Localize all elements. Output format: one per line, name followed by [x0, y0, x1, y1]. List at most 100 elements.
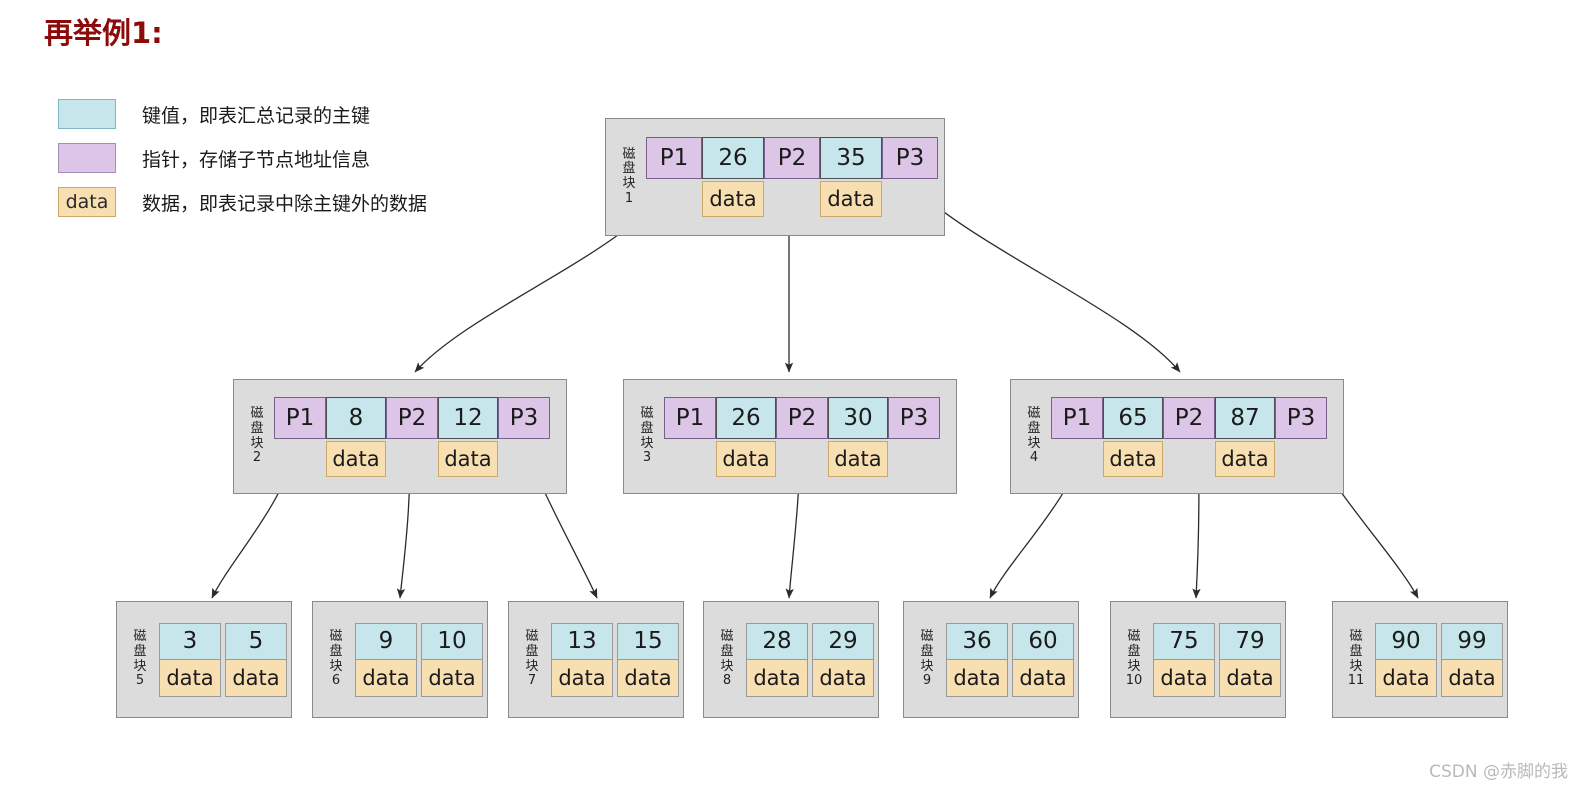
record-slot[interactable]: 60 data: [1012, 622, 1074, 697]
data-cell-2[interactable]: data: [820, 181, 882, 217]
legend-item-pointer: 指针，存储子节点地址信息: [58, 136, 488, 180]
disk-block-1[interactable]: 磁 盘 块 1 P1 26 data P2 35 data P3: [605, 118, 945, 236]
key-cell-2[interactable]: 99: [1442, 623, 1502, 660]
pointer-cell-p2[interactable]: P2: [764, 137, 820, 179]
pointer-cell-p2[interactable]: P2: [776, 396, 828, 439]
data-cell-2[interactable]: data: [1215, 440, 1275, 477]
key-cell-2[interactable]: 35: [820, 137, 882, 179]
pointer-cell-p3[interactable]: P3: [888, 396, 940, 439]
key-cell-1[interactable]: 9: [356, 623, 416, 660]
key-cell-1[interactable]: 8: [326, 396, 386, 439]
edge-root-to-block4: [911, 185, 1181, 373]
disk-block-11[interactable]: 磁 盘 块 11 90 data 99 data: [1332, 601, 1508, 718]
record-slot[interactable]: 15 data: [617, 622, 679, 697]
disk-block-8[interactable]: 磁 盘 块 8 28 data 29 data: [703, 601, 879, 718]
slot-key: 26 data: [716, 396, 776, 477]
data-cell-2[interactable]: data: [1013, 659, 1073, 696]
key-cell-2[interactable]: 60: [1013, 623, 1073, 660]
disk-block-6[interactable]: 磁 盘 块 6 9 data 10 data: [312, 601, 488, 718]
record-slot[interactable]: 28 data: [746, 622, 808, 697]
data-cell-2[interactable]: data: [422, 659, 482, 696]
label-char-2: 盘: [250, 420, 264, 436]
label-char-3: 块: [720, 658, 734, 674]
data-cell-1[interactable]: data: [1376, 659, 1436, 696]
key-cell-1[interactable]: 75: [1154, 623, 1214, 660]
record-slot[interactable]: 79 data: [1219, 622, 1281, 697]
data-cell-2[interactable]: data: [1442, 659, 1502, 696]
pointer-cell-p3[interactable]: P3: [882, 137, 938, 179]
label-char-3: 块: [622, 176, 636, 191]
data-cell-1[interactable]: data: [1154, 659, 1214, 696]
key-cell-1[interactable]: 26: [702, 137, 764, 179]
pointer-cell-p2[interactable]: P2: [386, 396, 438, 439]
key-cell-2[interactable]: 30: [828, 396, 888, 439]
key-cell-1[interactable]: 90: [1376, 623, 1436, 660]
label-char-3: 块: [133, 658, 147, 674]
disk-block-7[interactable]: 磁 盘 块 7 13 data 15 data: [508, 601, 684, 718]
data-cell-2[interactable]: data: [1220, 659, 1280, 696]
data-cell-1[interactable]: data: [947, 659, 1007, 696]
data-cell-2[interactable]: data: [438, 440, 498, 477]
label-char-2: 盘: [1349, 643, 1363, 659]
key-cell-2[interactable]: 29: [813, 623, 873, 660]
key-cell-1[interactable]: 36: [947, 623, 1007, 660]
key-cell-2[interactable]: 87: [1215, 396, 1275, 439]
pointer-cell-p1[interactable]: P1: [646, 137, 702, 179]
data-cell-1[interactable]: data: [552, 659, 612, 696]
record-slot[interactable]: 75 data: [1153, 622, 1215, 697]
pointer-cell-p1[interactable]: P1: [1051, 396, 1103, 439]
data-cell-1[interactable]: data: [747, 659, 807, 696]
record-slot[interactable]: 3 data: [159, 622, 221, 697]
record-slot[interactable]: 9 data: [355, 622, 417, 697]
disk-block-4[interactable]: 磁 盘 块 4 P1 65 data P2 87 data P3: [1010, 379, 1344, 494]
pointer-cell-p3[interactable]: P3: [1275, 396, 1327, 439]
disk-block-10[interactable]: 磁 盘 块 10 75 data 79 data: [1110, 601, 1286, 718]
key-cell-1[interactable]: 65: [1103, 396, 1163, 439]
disk-block-2[interactable]: 磁 盘 块 2 P1 8 data P2 12 data P3: [233, 379, 567, 494]
key-cell-1[interactable]: 28: [747, 623, 807, 660]
key-cell-2[interactable]: 79: [1220, 623, 1280, 660]
key-cell-1[interactable]: 3: [160, 623, 220, 660]
label-char-3: 块: [1027, 435, 1041, 451]
disk-block-number: 11: [1347, 673, 1365, 689]
label-char-1: 磁: [525, 629, 539, 645]
key-cell-1[interactable]: 13: [552, 623, 612, 660]
key-cell-2[interactable]: 15: [618, 623, 678, 660]
data-cell-2[interactable]: data: [226, 659, 286, 696]
disk-block-11-cells: 90 data 99 data: [1375, 622, 1503, 697]
key-cell-2[interactable]: 5: [226, 623, 286, 660]
pointer-cell-p2[interactable]: P2: [1163, 396, 1215, 439]
record-slot[interactable]: 36 data: [946, 622, 1008, 697]
data-cell-1[interactable]: data: [160, 659, 220, 696]
slot-pointer: P2: [764, 137, 820, 217]
data-cell-1[interactable]: data: [702, 181, 764, 217]
disk-block-10-cells: 75 data 79 data: [1153, 622, 1281, 697]
data-cell-1[interactable]: data: [326, 440, 386, 477]
record-slot[interactable]: 5 data: [225, 622, 287, 697]
disk-block-9[interactable]: 磁 盘 块 9 36 data 60 data: [903, 601, 1079, 718]
record-slot[interactable]: 29 data: [812, 622, 874, 697]
disk-block-number: 8: [722, 673, 732, 689]
key-cell-2[interactable]: 10: [422, 623, 482, 660]
key-cell-2[interactable]: 12: [438, 396, 498, 439]
pointer-cell-p3[interactable]: P3: [498, 396, 550, 439]
disk-block-9-cells: 36 data 60 data: [946, 622, 1074, 697]
disk-block-number: 1: [624, 190, 634, 206]
data-cell-2[interactable]: data: [828, 440, 888, 477]
label-char-3: 块: [329, 658, 343, 674]
record-slot[interactable]: 99 data: [1441, 622, 1503, 697]
pointer-cell-p1[interactable]: P1: [274, 396, 326, 439]
key-cell-1[interactable]: 26: [716, 396, 776, 439]
record-slot[interactable]: 10 data: [421, 622, 483, 697]
data-cell-1[interactable]: data: [356, 659, 416, 696]
disk-block-5[interactable]: 磁 盘 块 5 3 data 5 data: [116, 601, 292, 718]
data-cell-1[interactable]: data: [1103, 440, 1163, 477]
data-cell-1[interactable]: data: [716, 440, 776, 477]
data-cell-2[interactable]: data: [618, 659, 678, 696]
legend-label-data: 数据，即表记录中除主键外的数据: [142, 192, 428, 215]
record-slot[interactable]: 13 data: [551, 622, 613, 697]
record-slot[interactable]: 90 data: [1375, 622, 1437, 697]
data-cell-2[interactable]: data: [813, 659, 873, 696]
disk-block-3[interactable]: 磁 盘 块 3 P1 26 data P2 30 data P3: [623, 379, 957, 494]
pointer-cell-p1[interactable]: P1: [664, 396, 716, 439]
